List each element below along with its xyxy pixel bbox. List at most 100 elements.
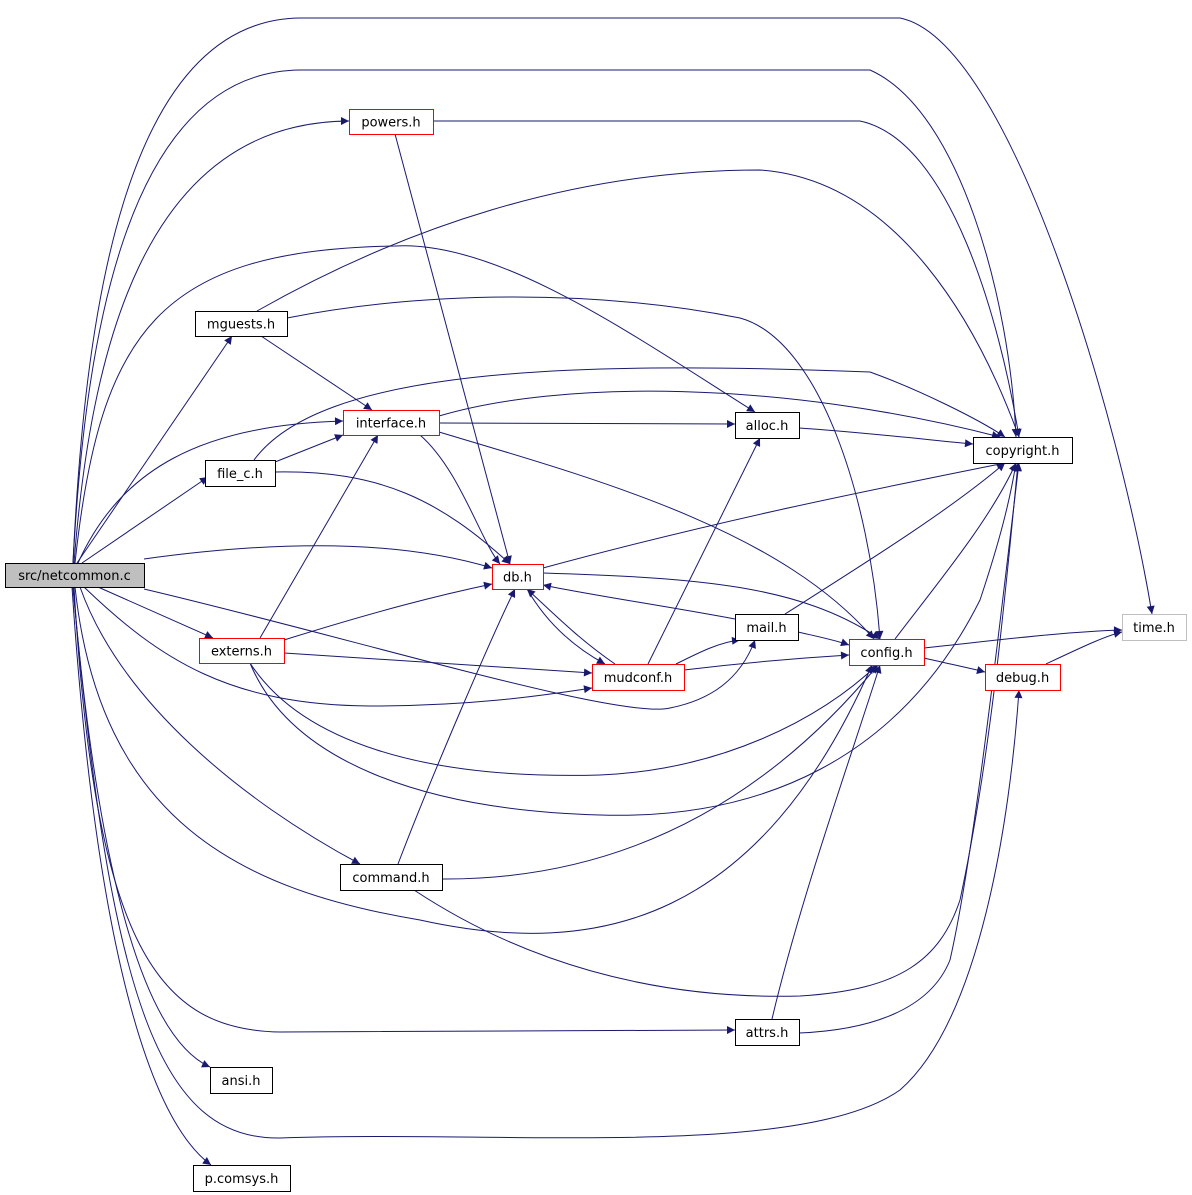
node-label: time.h bbox=[1133, 621, 1175, 636]
node-box bbox=[973, 437, 1073, 464]
edge-netcommon-to-copyright bbox=[72, 69, 1020, 564]
node-debug[interactable]: debug.h bbox=[985, 664, 1061, 691]
edge-externs-to-config bbox=[249, 662, 878, 776]
edge-netcommon-to-db bbox=[143, 545, 493, 570]
node-attrs[interactable]: attrs.h bbox=[735, 1019, 800, 1046]
edge-interface-to-alloc bbox=[438, 419, 736, 428]
edge-config-to-time bbox=[923, 626, 1123, 649]
edge-db-to-config bbox=[542, 572, 881, 640]
node-label: command.h bbox=[352, 871, 429, 886]
node-db[interactable]: db.h bbox=[492, 564, 544, 590]
edge-interface-to-db bbox=[419, 434, 501, 565]
node-box bbox=[735, 614, 799, 641]
node-label: interface.h bbox=[356, 417, 426, 432]
edge-attrs-to-copyright bbox=[798, 462, 1023, 1034]
edge-netcommon-to-pcomsys bbox=[71, 586, 212, 1166]
edge-mail-to-copyright bbox=[784, 462, 1006, 615]
node-copyright[interactable]: copyright.h bbox=[973, 437, 1073, 464]
node-box bbox=[735, 412, 800, 439]
edge-mudconf-to-alloc bbox=[647, 437, 761, 665]
node-label: db.h bbox=[503, 571, 532, 586]
edge-interface-to-config bbox=[438, 431, 875, 640]
node-netcommon: src/netcommon.c bbox=[5, 563, 145, 588]
node-label: mail.h bbox=[746, 621, 786, 636]
edge-externs-to-mudconf bbox=[283, 652, 593, 677]
edge-command-to-config bbox=[441, 664, 879, 880]
node-label: powers.h bbox=[361, 116, 420, 131]
node-box bbox=[849, 639, 925, 666]
node-label: p.comsys.h bbox=[205, 1172, 279, 1187]
edge-powers-to-copyright bbox=[433, 120, 1022, 438]
edge-mudconf-to-config bbox=[683, 651, 850, 671]
edge-netcommon-to-externs bbox=[97, 586, 214, 639]
node-interface[interactable]: interface.h bbox=[343, 410, 440, 436]
node-label: ansi.h bbox=[222, 1074, 261, 1089]
edge-mguests-to-interface bbox=[260, 335, 373, 411]
node-mguests[interactable]: mguests.h bbox=[195, 311, 288, 337]
edges-layer bbox=[71, 17, 1155, 1166]
edge-netcommon-to-interface bbox=[77, 417, 344, 564]
edge-netcommon-to-file_c bbox=[81, 476, 209, 564]
node-box bbox=[735, 1019, 800, 1046]
edge-netcommon-to-time bbox=[72, 17, 1155, 615]
node-pcomsys[interactable]: p.comsys.h bbox=[193, 1165, 291, 1192]
edge-mguests-to-config bbox=[286, 296, 884, 640]
node-box bbox=[210, 1067, 273, 1094]
node-config[interactable]: config.h bbox=[849, 639, 925, 666]
node-label: config.h bbox=[860, 646, 912, 661]
node-powers[interactable]: powers.h bbox=[349, 109, 434, 135]
edge-externs-to-interface bbox=[259, 434, 379, 639]
node-externs[interactable]: externs.h bbox=[199, 638, 285, 664]
edge-mail-to-db bbox=[542, 582, 736, 620]
edge-powers-to-db bbox=[394, 133, 512, 565]
edge-file_c-to-copyright bbox=[253, 367, 1006, 461]
node-box bbox=[985, 664, 1061, 691]
edge-attrs-to-config bbox=[771, 664, 882, 1020]
edge-file_c-to-interface bbox=[274, 434, 344, 463]
nodes-layer: src/netcommon.c powers.h mguests.h interfac… bbox=[5, 109, 1187, 1192]
node-box bbox=[343, 410, 440, 436]
edge-mguests-to-copyright bbox=[256, 169, 1021, 438]
edge-mudconf-to-mail bbox=[675, 636, 741, 665]
node-label: attrs.h bbox=[746, 1026, 789, 1041]
node-box bbox=[492, 564, 544, 590]
edge-db-to-mudconf bbox=[526, 588, 606, 665]
edge-alloc-to-copyright bbox=[798, 427, 974, 448]
node-box bbox=[592, 664, 685, 691]
node-label: alloc.h bbox=[746, 419, 789, 434]
node-box bbox=[340, 864, 443, 891]
edge-mail-to-config bbox=[797, 631, 850, 647]
node-label: externs.h bbox=[211, 645, 272, 660]
node-mail[interactable]: mail.h bbox=[735, 614, 799, 641]
node-time[interactable]: time.h bbox=[1122, 614, 1187, 641]
node-ansi[interactable]: ansi.h bbox=[210, 1067, 273, 1094]
edge-netcommon-to-debug bbox=[72, 586, 1023, 1139]
edge-netcommon-to-mail bbox=[143, 588, 756, 710]
edge-externs-to-db bbox=[283, 581, 493, 641]
node-box bbox=[5, 563, 145, 588]
node-file-c[interactable]: file_c.h bbox=[205, 460, 276, 487]
edge-netcommon-to-ansi bbox=[72, 586, 211, 1068]
node-mudconf[interactable]: mudconf.h bbox=[592, 664, 685, 691]
node-box bbox=[193, 1165, 291, 1192]
edge-externs-to-copyright bbox=[249, 462, 1019, 816]
edge-file_c-to-db bbox=[274, 471, 511, 565]
edge-config-to-debug bbox=[923, 657, 986, 674]
node-label: src/netcommon.c bbox=[18, 569, 131, 584]
node-command[interactable]: command.h bbox=[340, 864, 443, 891]
node-label: mguests.h bbox=[207, 318, 275, 333]
edge-netcommon-to-attrs bbox=[73, 586, 736, 1035]
edge-netcommon-to-config bbox=[74, 586, 873, 934]
node-label: debug.h bbox=[996, 671, 1049, 686]
edge-debug-to-time bbox=[1045, 629, 1123, 665]
edge-config-to-copyright bbox=[894, 462, 1017, 640]
node-alloc[interactable]: alloc.h bbox=[735, 412, 800, 439]
node-box bbox=[195, 311, 288, 337]
node-box bbox=[199, 638, 285, 664]
edge-mudconf-to-db bbox=[526, 588, 616, 665]
node-box bbox=[205, 460, 276, 487]
edge-interface-to-copyright bbox=[438, 390, 1001, 439]
edge-netcommon-to-powers bbox=[73, 117, 350, 564]
node-label: file_c.h bbox=[217, 467, 263, 482]
